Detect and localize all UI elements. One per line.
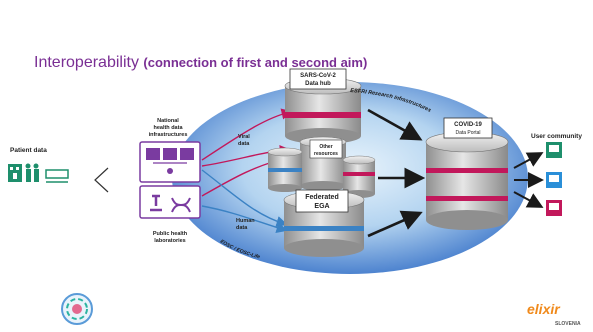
slide-title-main: Interoperability: [34, 54, 144, 71]
user-community-icons: [546, 142, 562, 216]
sars-hub-label-1: SARS-CoV-2: [300, 73, 336, 79]
svg-text:data: data: [236, 225, 248, 231]
svg-text:infrastructures: infrastructures: [149, 132, 188, 138]
public-health-box: [139, 185, 201, 219]
slide-title: Interoperability (connection of first an…: [34, 54, 367, 72]
microscope-dna-icon: [150, 194, 191, 213]
federated-ega-label-2: EGA: [314, 203, 329, 210]
public-health-label: Public health laboratories: [153, 231, 188, 244]
b1mg-logo: [61, 293, 93, 325]
patient-data-icon: [8, 163, 69, 183]
covid-portal-label-2: Data Portal: [455, 130, 480, 136]
slide-title-subtitle: (connection of first and second aim): [143, 55, 368, 70]
user-community-label: User community: [531, 133, 582, 140]
svg-text:Public health: Public health: [153, 231, 188, 237]
covid-portal-label-1: COVID-19: [454, 122, 482, 128]
national-label: National health data infrastructures: [149, 118, 188, 138]
svg-text:Human: Human: [236, 218, 255, 224]
hospital-network-icon: [146, 148, 194, 174]
svg-text:National: National: [157, 118, 179, 124]
covid-portal-cylinder: [425, 131, 509, 230]
portal-to-user-arrow-1: [513, 152, 544, 169]
elixir-slovenia-logo: elixir SLOVENIA: [527, 301, 581, 327]
federated-ega-label-box: [295, 189, 349, 213]
ega-to-portal-arrow: [367, 210, 423, 238]
svg-text:SLOVENIA: SLOVENIA: [555, 321, 581, 327]
other-resources-label-1: Other: [319, 144, 332, 150]
human-arrow-1: [201, 169, 288, 227]
human-arrow-2: [201, 205, 288, 233]
svg-text:elixir: elixir: [527, 301, 561, 317]
svg-text:laboratories: laboratories: [154, 238, 185, 244]
branch-bracket: [94, 167, 109, 193]
viral-arrow-1: [201, 108, 293, 161]
federated-ega-label-1: Federated: [305, 194, 338, 201]
patient-data-label: Patient data: [10, 147, 47, 154]
svg-text:health data: health data: [153, 125, 183, 131]
sars-hub-label-box: [289, 68, 347, 90]
viral-data-label: Viral data: [238, 134, 250, 147]
svg-text:Viral: Viral: [238, 134, 250, 140]
other-resources-box: [309, 139, 343, 159]
covid-portal-label-box: [443, 117, 493, 139]
sars-hub-label-2: Data hub: [305, 81, 331, 87]
other-resources-label-2: resources: [314, 151, 338, 157]
human-data-label: Human data: [236, 218, 255, 231]
svg-text:data: data: [238, 141, 250, 147]
hub-to-portal-arrow: [367, 108, 423, 141]
portal-to-user-arrow-3: [513, 191, 544, 208]
